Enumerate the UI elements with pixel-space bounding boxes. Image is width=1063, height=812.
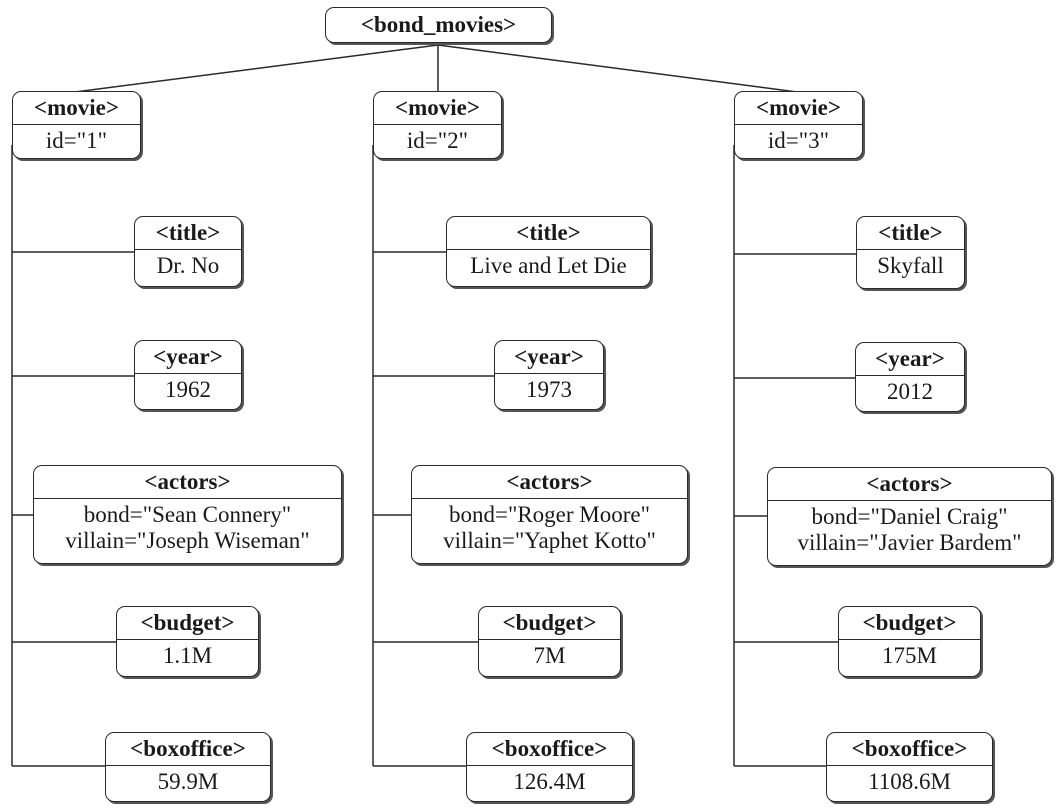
boxoffice-value: 126.4M bbox=[513, 769, 586, 794]
title-value: Dr. No bbox=[156, 253, 220, 278]
boxoffice-value: 59.9M bbox=[157, 769, 219, 794]
boxoffice-value: 1108.6M bbox=[868, 769, 951, 794]
year-value: 1973 bbox=[526, 377, 572, 402]
actors-bond-value: bond="Sean Connery" bbox=[83, 502, 292, 527]
movie-id-attr: id="1" bbox=[45, 128, 108, 153]
movie-node-2: <movie> id="2" bbox=[373, 91, 502, 159]
node-divider bbox=[857, 249, 964, 250]
node-divider bbox=[412, 498, 687, 499]
boxoffice-tag-label: <boxoffice> bbox=[851, 736, 968, 761]
year-value: 1962 bbox=[165, 377, 211, 402]
connector-root-movie-3 bbox=[437, 44, 798, 93]
budget-value: 175M bbox=[882, 643, 937, 668]
year-tag-label: <year> bbox=[153, 344, 223, 369]
node-divider bbox=[735, 124, 862, 125]
budget-node-1: <budget> 1.1M bbox=[116, 606, 259, 677]
title-value: Live and Let Die bbox=[470, 253, 627, 278]
movie-tag-label: <movie> bbox=[34, 95, 119, 120]
year-node-3: <year> 2012 bbox=[855, 342, 965, 412]
boxoffice-node-3: <boxoffice> 1108.6M bbox=[826, 732, 993, 802]
actors-bond-value: bond="Daniel Craig" bbox=[811, 504, 1008, 529]
budget-value: 7M bbox=[533, 643, 566, 668]
actors-tag-label: <actors> bbox=[506, 469, 593, 494]
budget-tag-label: <budget> bbox=[140, 610, 235, 635]
title-node-3: <title> Skyfall bbox=[856, 216, 965, 289]
actors-node-1: <actors> bond="Sean Connery" villain="Jo… bbox=[33, 465, 342, 564]
year-tag-label: <year> bbox=[875, 346, 945, 371]
movie-id-attr: id="2" bbox=[406, 128, 469, 153]
actors-villain-value: villain="Joseph Wiseman" bbox=[65, 528, 310, 553]
boxoffice-tag-label: <boxoffice> bbox=[491, 736, 608, 761]
movie-id-attr: id="3" bbox=[767, 128, 830, 153]
year-node-1: <year> 1962 bbox=[134, 340, 242, 410]
node-divider bbox=[495, 373, 603, 374]
budget-tag-label: <budget> bbox=[502, 610, 597, 635]
connector-root-movie-1 bbox=[74, 44, 439, 93]
actors-villain-value: villain="Yaphet Kotto" bbox=[443, 528, 656, 553]
actors-node-2: <actors> bond="Roger Moore" villain="Yap… bbox=[411, 465, 688, 564]
node-divider bbox=[135, 249, 241, 250]
node-divider bbox=[827, 765, 992, 766]
year-node-2: <year> 1973 bbox=[494, 340, 604, 410]
node-divider bbox=[768, 500, 1051, 501]
root-node-bond-movies: <bond_movies> bbox=[325, 7, 552, 43]
title-tag-label: <title> bbox=[878, 220, 943, 245]
budget-value: 1.1M bbox=[162, 643, 213, 668]
budget-node-2: <budget> 7M bbox=[478, 606, 621, 677]
title-node-2: <title> Live and Let Die bbox=[446, 216, 651, 287]
boxoffice-node-1: <boxoffice> 59.9M bbox=[105, 732, 271, 802]
node-divider bbox=[839, 639, 980, 640]
node-divider bbox=[467, 765, 632, 766]
movie-node-3: <movie> id="3" bbox=[734, 91, 863, 159]
year-value: 2012 bbox=[887, 379, 933, 404]
node-divider bbox=[447, 249, 650, 250]
title-tag-label: <title> bbox=[155, 220, 221, 245]
title-value: Skyfall bbox=[877, 253, 944, 278]
node-divider bbox=[106, 765, 270, 766]
node-divider bbox=[34, 498, 341, 499]
year-tag-label: <year> bbox=[514, 344, 584, 369]
root-tag-label: <bond_movies> bbox=[360, 12, 517, 37]
movie-tag-label: <movie> bbox=[756, 95, 841, 120]
actors-bond-value: bond="Roger Moore" bbox=[448, 502, 651, 527]
boxoffice-node-2: <boxoffice> 126.4M bbox=[466, 732, 633, 802]
budget-tag-label: <budget> bbox=[862, 610, 957, 635]
node-divider bbox=[856, 375, 964, 376]
movie-node-1: <movie> id="1" bbox=[12, 91, 141, 159]
movie-tag-label: <movie> bbox=[395, 95, 480, 120]
node-divider bbox=[13, 124, 140, 125]
actors-node-3: <actors> bond="Daniel Craig" villain="Ja… bbox=[767, 467, 1052, 566]
title-tag-label: <title> bbox=[516, 220, 581, 245]
node-divider bbox=[135, 373, 241, 374]
actors-villain-value: villain="Javier Bardem" bbox=[797, 530, 1022, 555]
node-divider bbox=[374, 124, 501, 125]
node-divider bbox=[117, 639, 258, 640]
actors-tag-label: <actors> bbox=[144, 469, 231, 494]
node-divider bbox=[479, 639, 620, 640]
boxoffice-tag-label: <boxoffice> bbox=[130, 736, 246, 761]
title-node-1: <title> Dr. No bbox=[134, 216, 242, 287]
budget-node-3: <budget> 175M bbox=[838, 606, 981, 677]
actors-tag-label: <actors> bbox=[866, 471, 953, 496]
